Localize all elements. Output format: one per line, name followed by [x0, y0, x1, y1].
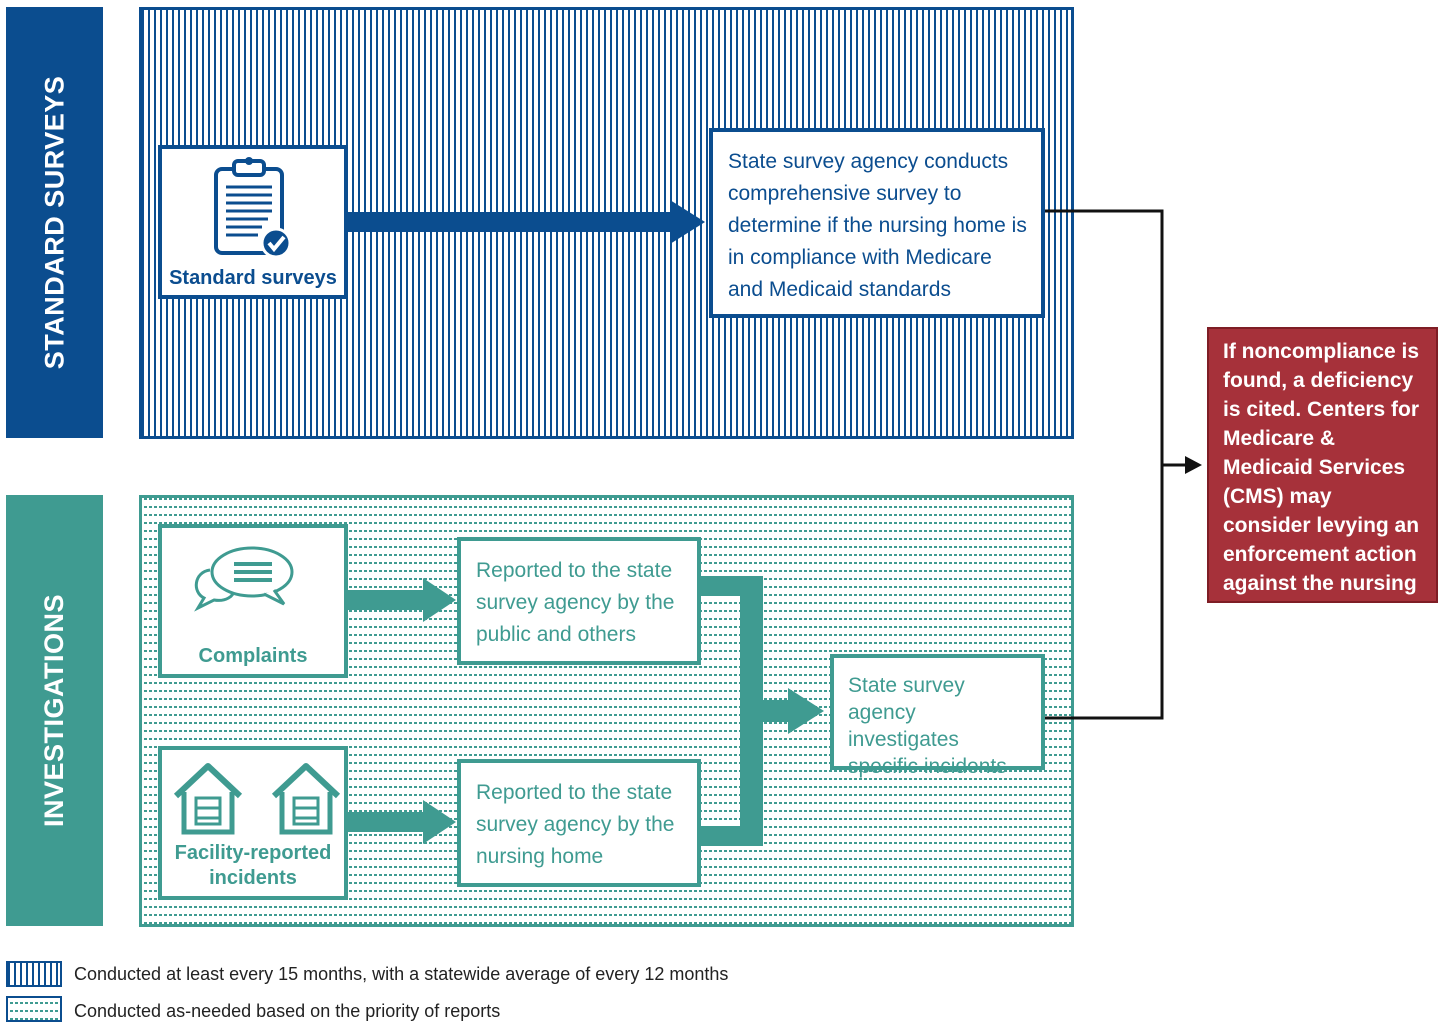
- investigations-sidebar: INVESTIGATIONS: [6, 495, 103, 926]
- outcome-connector: [1044, 209, 1202, 720]
- facility-report-box: Reported to the state survey agency by t…: [457, 759, 701, 887]
- investigation-box: State survey agency investigates specifi…: [830, 654, 1045, 778]
- house-beds-icon: [271, 763, 341, 835]
- enforcement-outcome-box: If noncompliance is found, a deficiency …: [1207, 327, 1438, 624]
- standard-arrow: [347, 200, 705, 244]
- legend-investigations-swatch: [6, 996, 62, 1022]
- chat-bubbles-icon: [194, 546, 294, 612]
- house-beds-icon: [173, 763, 243, 835]
- complaints-label: Complaints: [198, 645, 308, 667]
- complaints-box: Complaints: [158, 524, 348, 678]
- standard-surveys-sidebar: STANDARD SURVEYS: [6, 7, 103, 438]
- complaints-report-box: Reported to the state survey agency by t…: [457, 537, 701, 665]
- facility-report-text: Reported to the state survey agency by t…: [476, 781, 675, 868]
- merge-bracket-arrow: [700, 576, 824, 846]
- legend-investigations-text: Conducted as-needed based on the priorit…: [74, 1001, 501, 1021]
- standard-surveys-label: Standard surveys: [169, 267, 337, 289]
- enforcement-outcome-text: If noncompliance is found, a deficiency …: [1223, 340, 1420, 624]
- complaints-arrow: [347, 578, 456, 622]
- standard-surveys-box: Standard surveys: [158, 145, 348, 299]
- standard-survey-description: State survey agency conducts comprehensi…: [728, 150, 1027, 301]
- complaints-report-text: Reported to the state survey agency by t…: [476, 559, 675, 646]
- facility-arrow: [347, 800, 456, 844]
- facility-reported-box: Facility-reported incidents: [158, 746, 348, 900]
- investigation-text: State survey agency investigates specifi…: [848, 674, 1007, 778]
- standard-survey-description-box: State survey agency conducts comprehensi…: [709, 128, 1045, 318]
- facility-reported-label: Facility-reported incidents: [174, 842, 332, 889]
- legend-standard-text: Conducted at least every 15 months, with…: [74, 964, 729, 984]
- clipboard-check-icon: [214, 157, 292, 259]
- legend-standard-swatch: [6, 961, 62, 987]
